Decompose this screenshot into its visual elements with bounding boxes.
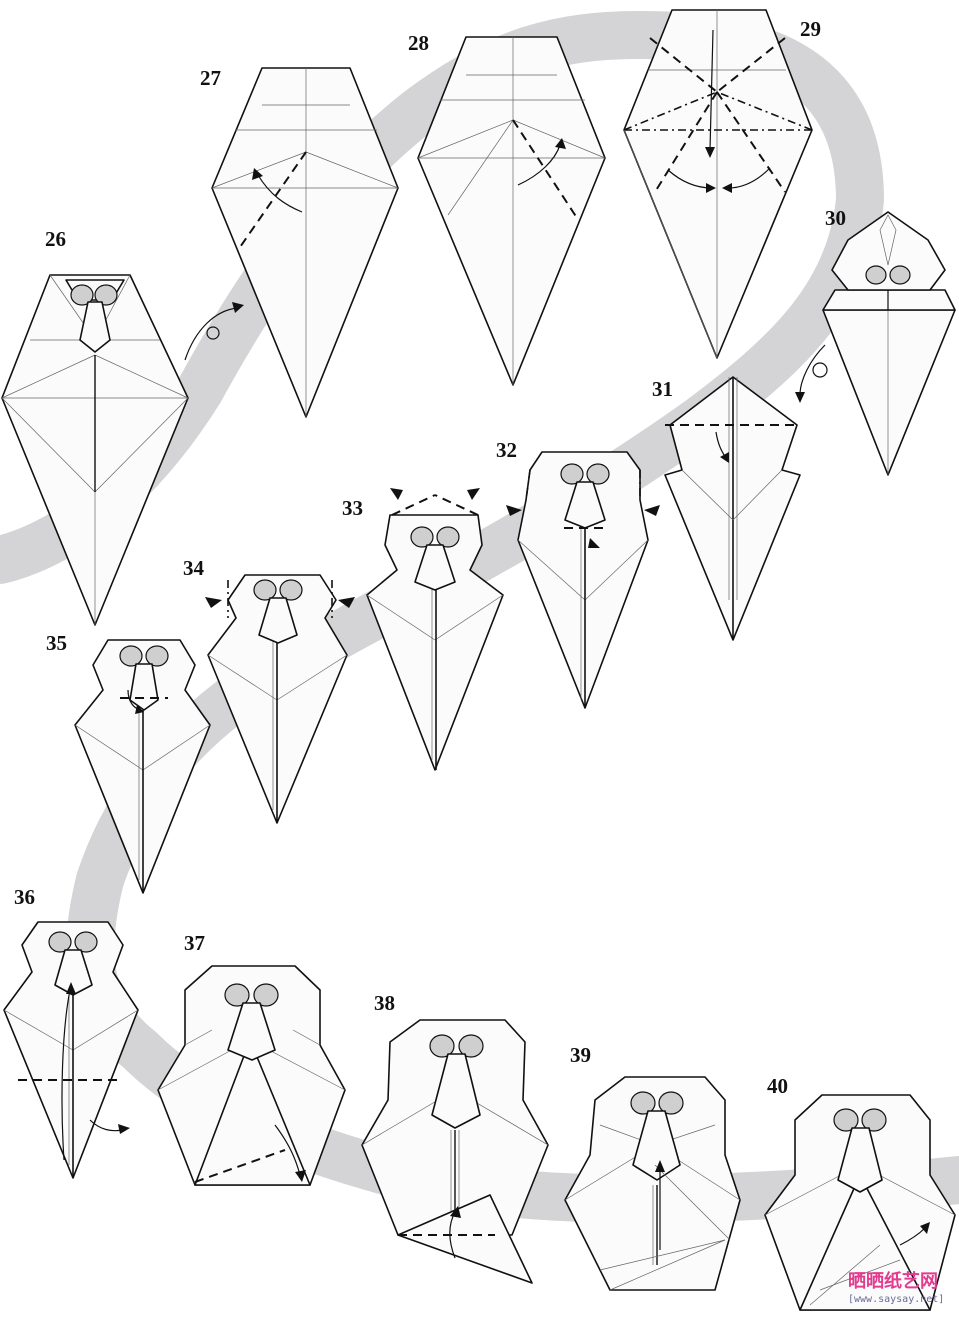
step-39-diagram — [564, 1076, 741, 1291]
step-number-36: 36 — [14, 885, 35, 909]
step-38-diagram — [361, 1019, 549, 1284]
step-26-diagram — [1, 274, 244, 626]
step-number-34: 34 — [183, 556, 205, 580]
step-37-diagram — [157, 965, 346, 1186]
step-31-diagram — [664, 376, 801, 641]
step-32-diagram — [506, 451, 660, 709]
step-30-diagram — [795, 211, 956, 476]
step-number-38: 38 — [374, 991, 395, 1015]
watermark-text: 晒晒纸艺网 — [848, 1270, 938, 1292]
step-number-27: 27 — [200, 66, 221, 90]
step-number-37: 37 — [184, 931, 205, 955]
step-27-diagram — [211, 67, 399, 418]
step-40-diagram — [764, 1094, 956, 1311]
step-number-26: 26 — [45, 227, 66, 251]
step-number-32: 32 — [496, 438, 517, 462]
step-number-29: 29 — [800, 17, 821, 41]
step-number-35: 35 — [46, 631, 67, 655]
step-33-diagram — [366, 488, 504, 771]
step-34-diagram — [205, 574, 355, 824]
step-number-28: 28 — [408, 31, 429, 55]
step-36-diagram — [3, 921, 139, 1179]
step-number-33: 33 — [342, 496, 363, 520]
step-number-40: 40 — [767, 1074, 788, 1098]
step-28-diagram — [417, 36, 606, 386]
step-number-39: 39 — [570, 1043, 591, 1067]
step-number-30: 30 — [825, 206, 846, 230]
step-29-diagram — [623, 9, 813, 359]
step-number-31: 31 — [652, 377, 673, 401]
step-35-diagram — [74, 639, 211, 894]
watermark-url: [www.saysay.net] — [848, 1294, 944, 1305]
